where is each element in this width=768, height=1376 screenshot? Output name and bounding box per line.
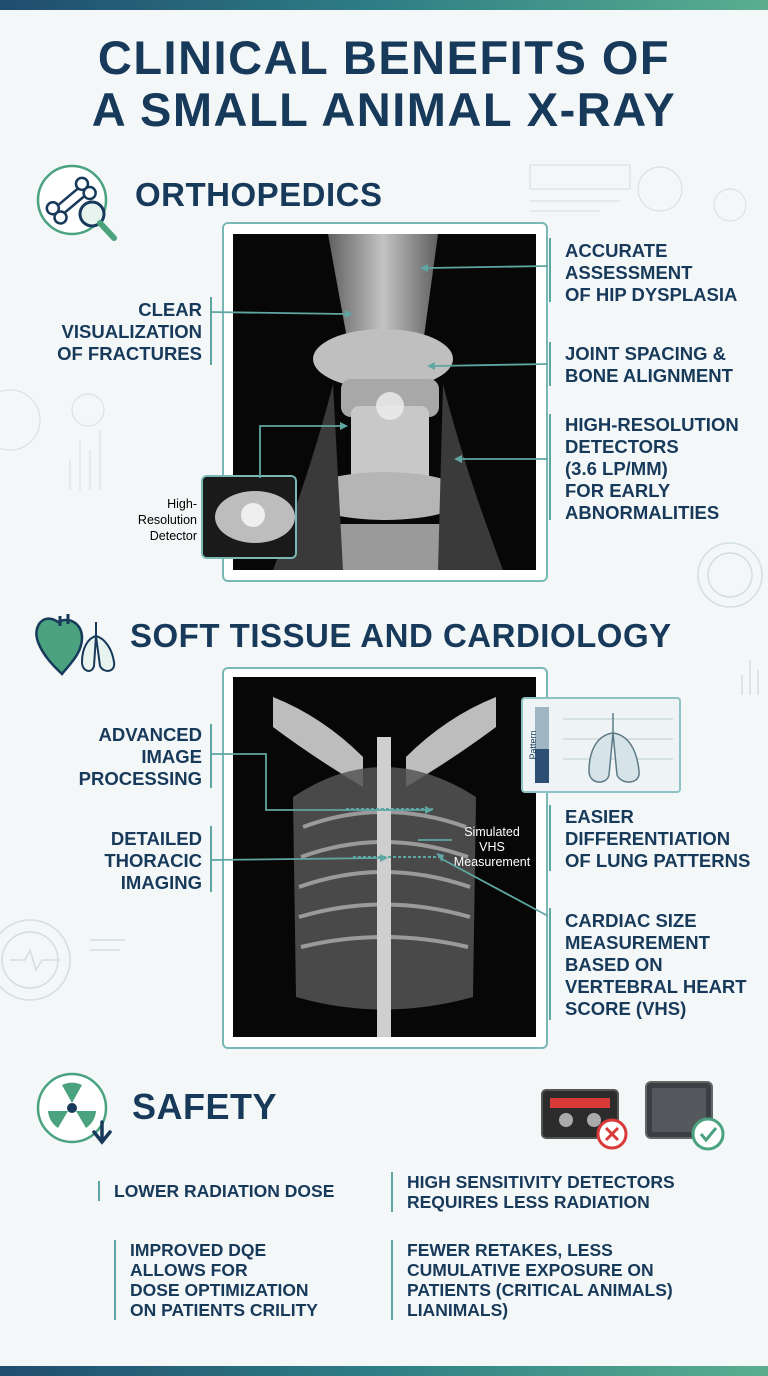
- film-cassette-rejected-icon: [541, 1089, 628, 1150]
- callout-hip-dysplasia: ACCURATE ASSESSMENT OF HIP DYSPLASIA: [565, 240, 738, 305]
- safety-item-high-sensitivity: HIGH SENSITIVITY DETECTORS REQUIRES LESS…: [391, 1172, 737, 1212]
- title-line-2: A SMALL ANIMAL X-RAY: [91, 83, 677, 136]
- background-gauge-decoration-right: [697, 542, 763, 695]
- callout-bar-detectors: [549, 414, 551, 520]
- safety-item-fewer-retakes: FEWER RETAKES, LESS CUMULATIVE EXPOSURE …: [391, 1240, 747, 1320]
- callout-fractures: CLEAR VISUALIZATION OF FRACTURES: [57, 299, 202, 364]
- radiation-icon: [36, 1072, 112, 1145]
- callout-bar-lung: [549, 805, 551, 871]
- lung-pattern-card: [521, 697, 681, 793]
- safety-title: SAFETY: [132, 1086, 278, 1127]
- inset-label: High- Resolution Detector: [137, 497, 197, 543]
- callout-joint-spacing: JOINT SPACING & BONE ALIGNMENT: [565, 343, 733, 386]
- top-gradient-bar: [0, 0, 768, 10]
- bone-magnifier-icon: [36, 164, 117, 241]
- digital-detector-approved-icon: [645, 1081, 725, 1151]
- safety-item-lower-dose: LOWER RADIATION DOSE: [98, 1181, 374, 1201]
- callout-thoracic-imaging: DETAILED THORACIC IMAGING: [104, 828, 202, 893]
- orthopedics-title: ORTHOPEDICS: [135, 176, 383, 213]
- page-title: CLINICAL BENEFITS OF A SMALL ANIMAL X-RA…: [0, 32, 768, 136]
- callout-image-processing: ADVANCED IMAGE PROCESSING: [78, 724, 202, 789]
- soft-tissue-connector-lines: [209, 753, 549, 917]
- vhs-measurement-label: Simulated VHS Measurement: [453, 825, 531, 869]
- bottom-gradient-bar: [0, 1366, 768, 1376]
- callout-bar-thoracic: [210, 826, 212, 892]
- callout-bar-joint: [549, 342, 551, 386]
- title-line-1: CLINICAL BENEFITS OF: [97, 31, 671, 84]
- high-resolution-inset-frame: [201, 475, 297, 559]
- callout-lung-patterns: EASIER DIFFERENTIATION OF LUNG PATTERNS: [565, 806, 751, 871]
- callout-cardiac-size: CARDIAC SIZE MEASUREMENT BASED ON VERTEB…: [565, 910, 747, 1019]
- callout-bar-fractures: [210, 297, 212, 365]
- safety-item-improved-dqe: IMPROVED DQE ALLOWS FOR DOSE OPTIMIZATIO…: [114, 1240, 390, 1320]
- soft-tissue-title: SOFT TISSUE AND CARDIOLOGY: [130, 617, 672, 654]
- background-monitor-decoration-left: [0, 919, 125, 1001]
- background-chart-decoration-left: [0, 389, 105, 490]
- thoracic-xray-image: [233, 677, 536, 1037]
- callout-high-resolution-detectors: HIGH-RESOLUTION DETECTORS (3.6 LP/MM) FO…: [565, 414, 739, 523]
- background-dashboard-decoration-top: [529, 164, 747, 222]
- heart-lungs-icon: [35, 614, 116, 676]
- callout-bar-hip: [549, 238, 551, 302]
- callout-bar-processing: [210, 724, 212, 788]
- orthopedics-connector-lines: [209, 264, 549, 478]
- callout-bar-cardiac: [549, 908, 551, 1020]
